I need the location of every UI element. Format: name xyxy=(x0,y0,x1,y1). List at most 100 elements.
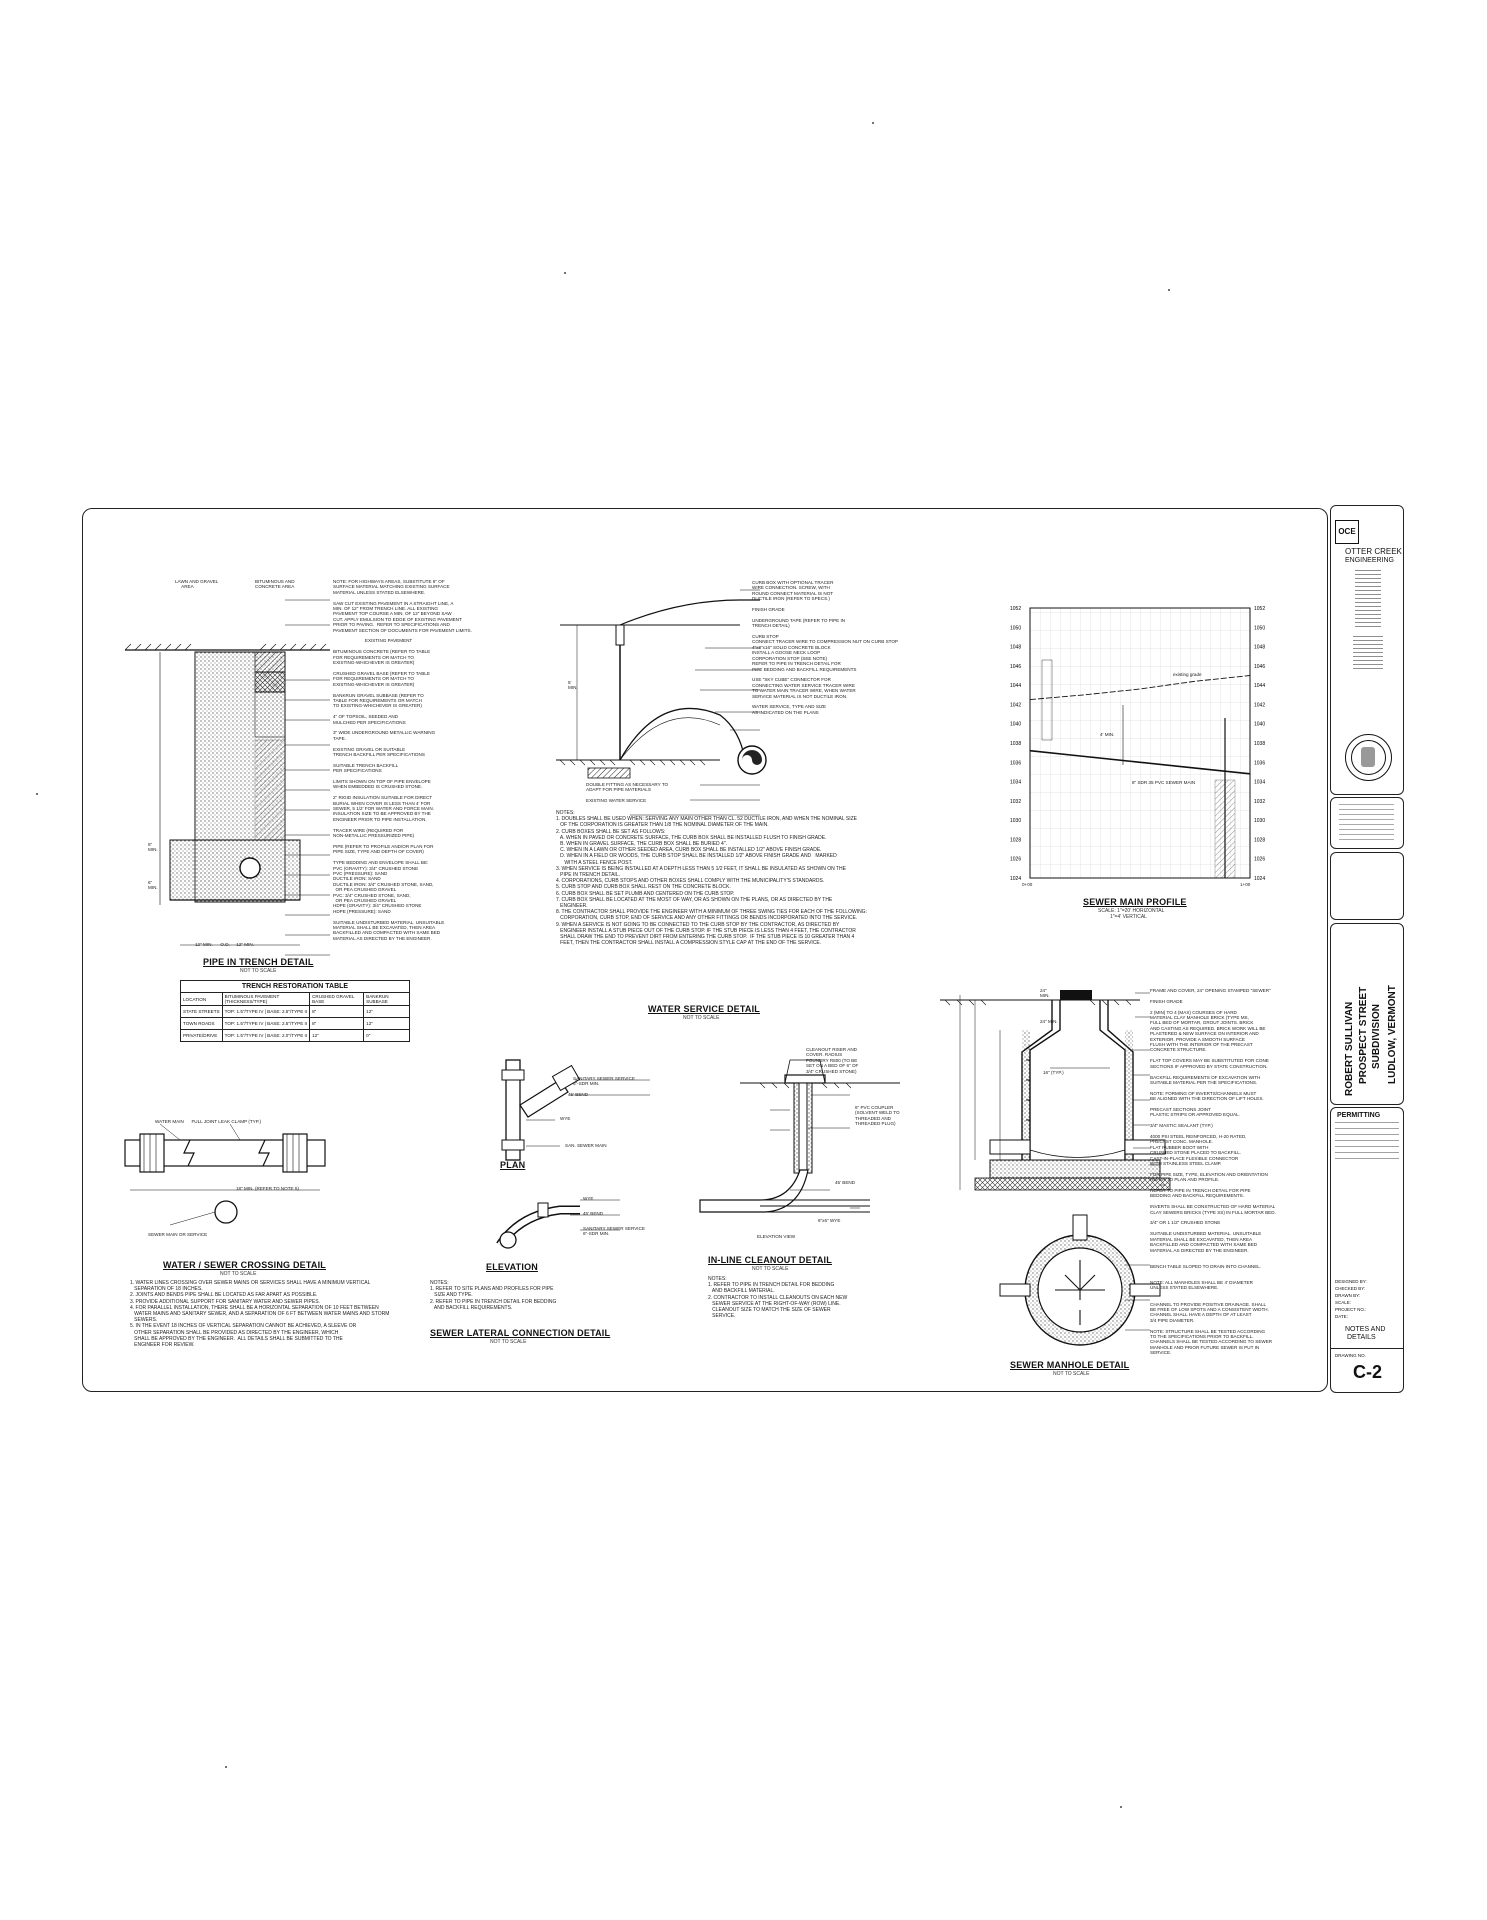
y-tick-label: 1040 xyxy=(1010,722,1021,728)
y-tick-label: 1046 xyxy=(1254,664,1265,670)
y-tick-label: 1050 xyxy=(1010,625,1021,631)
trench-top-label: LAWN AND GRAVEL AREA xyxy=(175,579,219,590)
y-tick-label: 1036 xyxy=(1010,760,1021,766)
title-row: PROJECT NO.: xyxy=(1335,1307,1367,1312)
manhole-notes: FRAME AND COVER, 24" OPENING STAMPED "SE… xyxy=(1150,988,1276,1356)
firm-name: OTTER CREEK xyxy=(1345,547,1402,556)
cleanout-title: IN-LINE CLEANOUT DETAIL xyxy=(708,1255,832,1265)
cleanout-scale: NOT TO SCALE xyxy=(752,1266,789,1272)
revision-box xyxy=(1330,797,1404,849)
scan-speck xyxy=(225,1766,227,1768)
y-tick-label: 1046 xyxy=(1010,664,1021,670)
scan-speck xyxy=(1120,1806,1122,1808)
status-label: PERMITTING xyxy=(1337,1112,1381,1119)
lateral-label: WYE xyxy=(560,1116,571,1121)
plan-title: PLAN xyxy=(500,1160,526,1170)
lateral-scale: NOT TO SCALE xyxy=(490,1339,527,1345)
existing-grade-line xyxy=(1029,675,1251,701)
y-tick-label: 1052 xyxy=(1254,606,1265,612)
water-service-notes: CURB BOX WITH OPTIONAL TRACER WIRE CONNE… xyxy=(752,580,898,715)
y-tick-label: 1032 xyxy=(1010,799,1021,805)
min-cover-label: 4' MIN. xyxy=(1100,732,1115,737)
y-tick-label: 1038 xyxy=(1010,741,1021,747)
lateral-label: 45' BEND xyxy=(568,1092,589,1097)
water-service-scale: NOT TO SCALE xyxy=(683,1015,720,1021)
title-row: DESIGNED BY: xyxy=(1335,1279,1367,1284)
blank-box xyxy=(1330,852,1404,920)
y-tick-label: 1034 xyxy=(1010,780,1021,786)
table-header: CRUSHED GRAVEL BASE xyxy=(309,992,365,1006)
scan-speck xyxy=(36,793,38,795)
y-tick-label: 1052 xyxy=(1010,606,1021,612)
project-location: LUDLOW, VERMONT xyxy=(1387,985,1398,1084)
trench-notes: NOTE: FOR HIGHWAYS AREAS, SUBSTITUTE 6" … xyxy=(333,579,472,941)
crossing-label: SEWER MAIN OR SERVICE xyxy=(148,1232,208,1237)
y-tick-label: 1028 xyxy=(1010,837,1021,843)
title-row: DRAWN BY: xyxy=(1335,1293,1361,1298)
table-cell: 0" xyxy=(363,1029,410,1042)
existing-grade-label: existing grade xyxy=(1173,672,1202,677)
sewer-main-line xyxy=(1029,749,1251,775)
firm-address-lines xyxy=(1355,570,1381,630)
y-tick-label: 1048 xyxy=(1254,645,1265,651)
table-row: TOWN ROADS TOP: 1.5"/TYPE IV | BASE: 2.5… xyxy=(180,1017,410,1030)
firm-contact-lines xyxy=(1353,636,1383,672)
lateral-title: SEWER LATERAL CONNECTION DETAIL xyxy=(430,1328,611,1338)
manhole-title: SEWER MANHOLE DETAIL xyxy=(1010,1360,1130,1370)
cleanout-label: 45' BEND xyxy=(835,1180,856,1185)
manhole-scale: NOT TO SCALE xyxy=(1053,1371,1090,1377)
y-tick-label: 1026 xyxy=(1010,857,1021,863)
manhole-label: 24" MIN. xyxy=(1040,1019,1058,1024)
table-cell: PRIVATE/DRIVE xyxy=(180,1029,223,1042)
pipe-trench-title: PIPE IN TRENCH DETAIL xyxy=(203,957,314,967)
project-name: SUBDIVISION xyxy=(1371,1003,1382,1069)
lateral-label: 45' BEND xyxy=(583,1211,604,1216)
project-box: ROBERT SULLIVAN PROSPECT STREET SUBDIVIS… xyxy=(1330,923,1404,1105)
lateral-label: SANITARY SEWER SERVICE 6"-SDR MIN. xyxy=(573,1076,635,1087)
cleanout-label: 6"x6" WYE xyxy=(818,1218,841,1223)
sheet-info-box: PERMITTING DESIGNED BY: CHECKED BY: DRAW… xyxy=(1330,1107,1404,1393)
water-service-label: DOUBLE FITTING AS NECESSARY TO ADAPT FOR… xyxy=(586,782,669,804)
sheet-title: DETAILS xyxy=(1347,1334,1376,1341)
pipe-trench-scale: NOT TO SCALE xyxy=(240,968,277,974)
y-tick-label: 1042 xyxy=(1010,702,1021,708)
y-tick-label: 1040 xyxy=(1254,722,1265,728)
lateral-label: WYE xyxy=(583,1196,594,1201)
project-name: PROSPECT STREET xyxy=(1358,986,1369,1084)
scan-speck xyxy=(1168,289,1170,291)
y-tick-label: 1050 xyxy=(1254,625,1265,631)
firm-logo: OCE xyxy=(1335,520,1359,544)
crossing-title: WATER / SEWER CROSSING DETAIL xyxy=(163,1260,326,1270)
sewer-profile-title: SEWER MAIN PROFILE xyxy=(1083,897,1187,907)
y-tick-label: 1030 xyxy=(1254,818,1265,824)
y-tick-label: 1034 xyxy=(1254,780,1265,786)
cleanout-label: 6" PVC COUPLER (SOLVENT WELD TO THREADED… xyxy=(855,1105,900,1127)
dimension-label: 5' MIN. xyxy=(568,680,578,691)
scan-speck xyxy=(564,272,566,274)
drawing-no-label: DRAWING NO. xyxy=(1335,1353,1366,1358)
table-row: PRIVATE/DRIVE TOP: 1.5"/TYPE IV | BASE: … xyxy=(180,1029,410,1042)
title-row: DATE: xyxy=(1335,1314,1348,1319)
water-service-title: WATER SERVICE DETAIL xyxy=(648,1004,761,1014)
crossing-scale: NOT TO SCALE xyxy=(220,1271,257,1277)
y-tick-label: 1042 xyxy=(1254,702,1265,708)
trench-restoration-table: TRENCH RESTORATION TABLE LOCATION BITUMI… xyxy=(180,980,410,1042)
table-header: BITUMINOUS PAVEMENT (THICKNESS/TYPE) xyxy=(221,992,311,1006)
y-tick-label: 1048 xyxy=(1010,645,1021,651)
sheet-title: NOTES AND xyxy=(1345,1326,1386,1333)
y-tick-label: 1036 xyxy=(1254,760,1265,766)
dimension-label: 6" MIN. xyxy=(148,842,158,853)
profile-x-start: 0+00 xyxy=(1022,882,1033,887)
title-block: OCE OTTER CREEK ENGINEERING ROBERT SULLI… xyxy=(1330,505,1404,1393)
title-row: SCALE: xyxy=(1335,1300,1352,1305)
trench-top-label: BITUMINOUS AND CONCRETE AREA xyxy=(255,579,295,590)
firm-name: ENGINEERING xyxy=(1345,557,1395,564)
y-tick-label: 1026 xyxy=(1254,857,1265,863)
